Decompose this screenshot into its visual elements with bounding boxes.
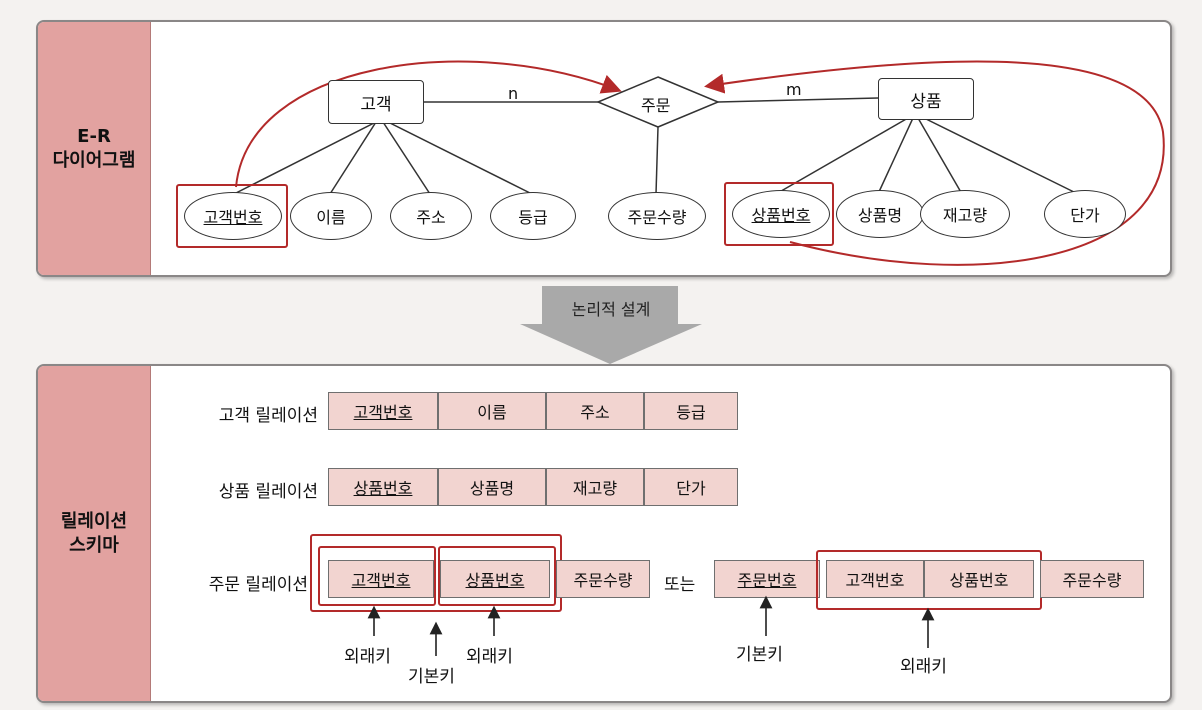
attr-stock: 재고량 [920, 190, 1010, 238]
order-fk2-highlight [438, 546, 556, 606]
er-diagram-panel: E-R 다이어그램 n m 고객 상품 주문 고객번호 이름 주소 [36, 20, 1172, 277]
attr-product-name: 상품명 [836, 190, 924, 238]
entity-customer: 고객 [328, 80, 424, 124]
customer-relation-name: 고객 릴레이션 [218, 406, 318, 426]
order-relation-name: 주문 릴레이션 [208, 575, 308, 595]
attr-product-no: 상품번호 [732, 190, 830, 238]
order-fk1-highlight [318, 546, 436, 606]
logical-design-arrow: 논리적 설계 [520, 286, 702, 364]
prod-rel-stock: 재고량 [546, 468, 644, 506]
order2-order-no: 주문번호 [714, 560, 820, 598]
cust-rel-name: 이름 [438, 392, 546, 430]
er-section-label: E-R 다이어그램 [38, 22, 151, 275]
attr-unit-price: 단가 [1044, 190, 1126, 238]
order2-product-no: 상품번호 [924, 560, 1034, 598]
product-key-highlight [724, 182, 834, 246]
attr-grade: 등급 [490, 192, 576, 240]
customer-key-highlight [176, 184, 288, 248]
logical-design-label: 논리적 설계 [571, 300, 651, 319]
relation-schema-panel: 릴레이션 스키마 고객 릴레이션 고객번호 이름 주소 등급 상품 릴레이션 상… [36, 364, 1172, 703]
relationship-order-label: 주문 [641, 96, 671, 115]
foreign-key-label-2: 외래키 [466, 647, 513, 667]
schema-section-label: 릴레이션 스키마 [38, 366, 151, 701]
attr-name: 이름 [290, 192, 372, 240]
cardinality-n: n [508, 84, 519, 103]
product-key-arrow [704, 60, 1165, 266]
foreign-key-label-1: 외래키 [344, 647, 391, 667]
primary-key-label-2: 기본키 [736, 645, 783, 665]
prod-rel-product-name: 상품명 [438, 468, 546, 506]
prod-rel-unit-price: 단가 [644, 468, 738, 506]
or-label: 또는 [664, 575, 696, 595]
cust-rel-address: 주소 [546, 392, 644, 430]
order1-order-qty: 주문수량 [556, 560, 650, 598]
cust-rel-customer-no: 고객번호 [328, 392, 438, 430]
product-relation-name: 상품 릴레이션 [218, 482, 318, 502]
er-connector-lines [233, 60, 1165, 266]
order1-customer-no: 고객번호 [328, 560, 434, 598]
entity-product: 상품 [878, 78, 974, 120]
order1-product-no: 상품번호 [440, 560, 550, 598]
down-arrow-icon [520, 286, 702, 364]
attr-customer-no: 고객번호 [184, 192, 282, 240]
attr-address: 주소 [390, 192, 472, 240]
cardinality-m: m [786, 80, 802, 99]
primary-key-label-1: 기본키 [408, 667, 455, 687]
key-pointer-arrows [367, 595, 935, 656]
order2-order-qty: 주문수량 [1040, 560, 1144, 598]
customer-key-arrow [235, 60, 622, 188]
cust-rel-grade: 등급 [644, 392, 738, 430]
order2-customer-no: 고객번호 [826, 560, 924, 598]
attr-order-qty: 주문수량 [608, 192, 706, 240]
prod-rel-product-no: 상품번호 [328, 468, 438, 506]
foreign-key-label-3: 외래키 [900, 657, 947, 677]
